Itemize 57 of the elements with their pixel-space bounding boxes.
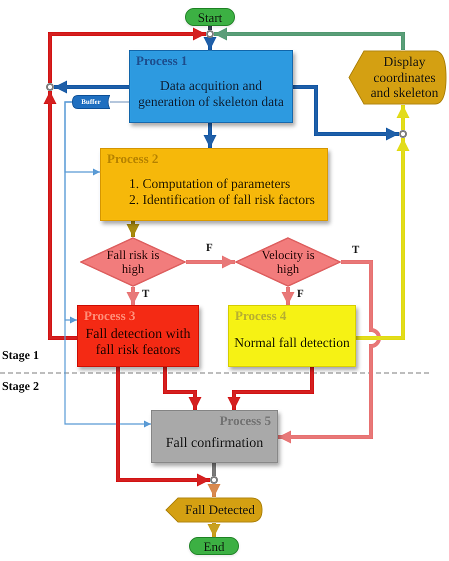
buffer-shape <box>72 95 110 109</box>
arrow <box>48 28 206 83</box>
arrow <box>356 138 410 340</box>
stage-label: Stage 1 <box>2 349 39 361</box>
arrow <box>116 367 210 486</box>
junction-circle <box>399 130 407 138</box>
arrow <box>396 105 410 130</box>
arrow <box>64 101 151 428</box>
arrow <box>54 80 129 94</box>
connector-line <box>208 26 212 30</box>
process-box <box>129 50 293 123</box>
arrow <box>278 260 381 444</box>
arrow <box>214 28 405 50</box>
edge-label: T <box>140 289 152 300</box>
arrow <box>163 367 202 410</box>
terminal-pill: End <box>189 537 239 555</box>
process-heading: Process 2 <box>106 150 160 168</box>
process-text: 2. Identification of fall risk factors <box>129 192 315 208</box>
connector-line <box>212 463 216 476</box>
edge-label: T <box>350 245 362 256</box>
display-shape <box>348 50 447 105</box>
stage-label: Stage 2 <box>2 380 39 392</box>
arrow <box>208 484 220 497</box>
edge-label: F <box>295 289 306 300</box>
arrow <box>282 287 294 305</box>
display-text: Fall Detected <box>185 502 255 518</box>
junction-circle <box>206 30 214 38</box>
process-heading: Process 3 <box>83 307 136 324</box>
terminal-pill: Start <box>185 8 235 26</box>
process-text: Fall confirmation <box>166 436 264 452</box>
process-heading: Process 1 <box>135 52 188 70</box>
decision-text: Velocity is high <box>260 248 316 276</box>
arrow <box>126 221 140 237</box>
process-text: Data acquition and generation of skeleton data <box>137 78 285 110</box>
process-box <box>100 148 328 221</box>
display-shape <box>165 497 263 523</box>
arrow <box>186 256 235 268</box>
junction-circle <box>210 476 218 484</box>
arrow <box>126 287 140 305</box>
arrow <box>293 85 399 140</box>
process-box <box>228 305 356 367</box>
junction-circle <box>46 83 54 91</box>
process-heading: Process 4 <box>234 307 288 324</box>
arrow <box>204 123 216 148</box>
display-text: Display coordinates and skeleton <box>370 54 440 101</box>
decision-text: Fall risk is high <box>106 248 160 276</box>
process-text: Fall detection with fall risk feators <box>84 327 192 360</box>
arrow <box>228 367 314 410</box>
connector-line <box>110 101 129 103</box>
arrow <box>208 523 220 537</box>
process-text: 1. Computation of parameters <box>129 176 290 192</box>
process-text: Normal fall detection <box>234 335 350 351</box>
edge-label: F <box>204 243 215 254</box>
arrow <box>44 91 77 340</box>
process-box <box>151 410 278 463</box>
arrow <box>204 37 216 50</box>
process-box <box>77 305 199 367</box>
